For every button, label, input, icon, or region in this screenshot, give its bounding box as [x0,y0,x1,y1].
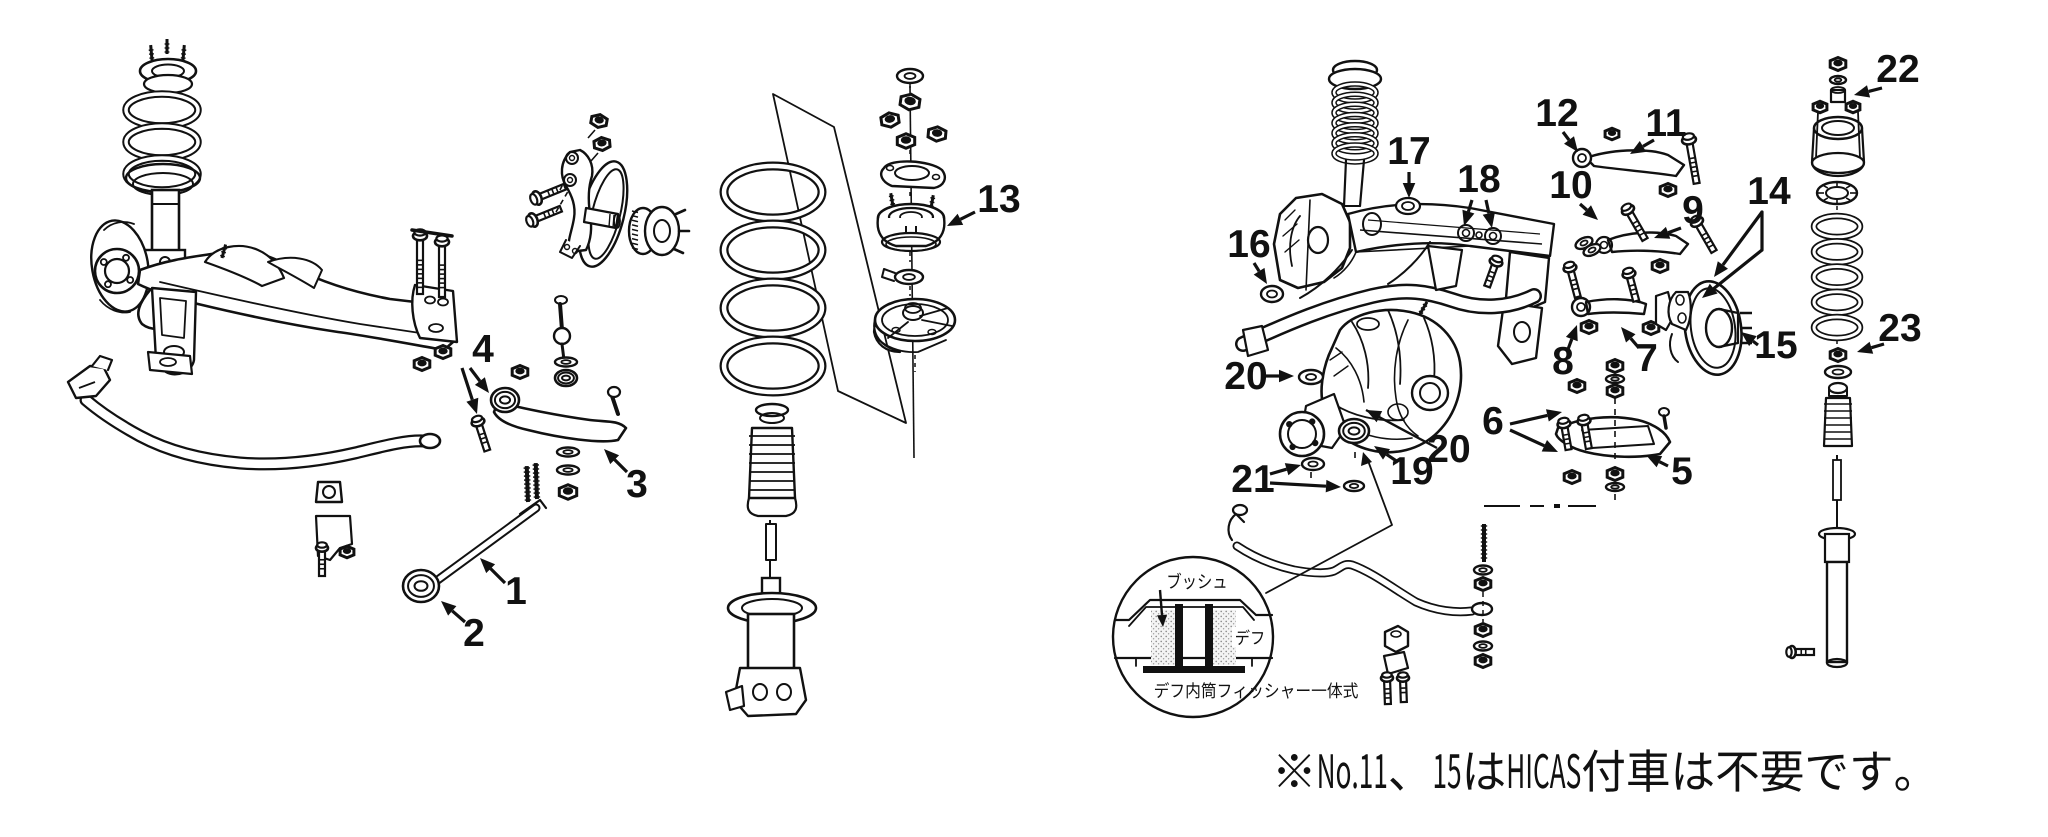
svg-text:7: 7 [1636,337,1658,380]
svg-text:21: 21 [1231,458,1274,501]
svg-text:1: 1 [505,570,527,613]
svg-text:12: 12 [1535,92,1578,135]
svg-text:2: 2 [463,612,485,655]
svg-text:20: 20 [1224,355,1267,398]
svg-text:17: 17 [1387,130,1430,173]
svg-text:3: 3 [626,463,648,506]
svg-text:10: 10 [1549,164,1592,207]
svg-text:5: 5 [1671,450,1693,493]
svg-text:20: 20 [1427,428,1470,471]
svg-text:11: 11 [1645,102,1686,145]
svg-text:23: 23 [1878,307,1921,350]
svg-text:16: 16 [1227,223,1270,266]
svg-text:18: 18 [1457,158,1500,201]
svg-text:14: 14 [1747,170,1791,213]
svg-text:22: 22 [1876,48,1919,91]
svg-text:9: 9 [1682,189,1704,232]
svg-text:15: 15 [1754,324,1797,367]
svg-text:6: 6 [1482,400,1504,443]
svg-text:13: 13 [977,178,1020,221]
svg-text:4: 4 [472,328,494,371]
